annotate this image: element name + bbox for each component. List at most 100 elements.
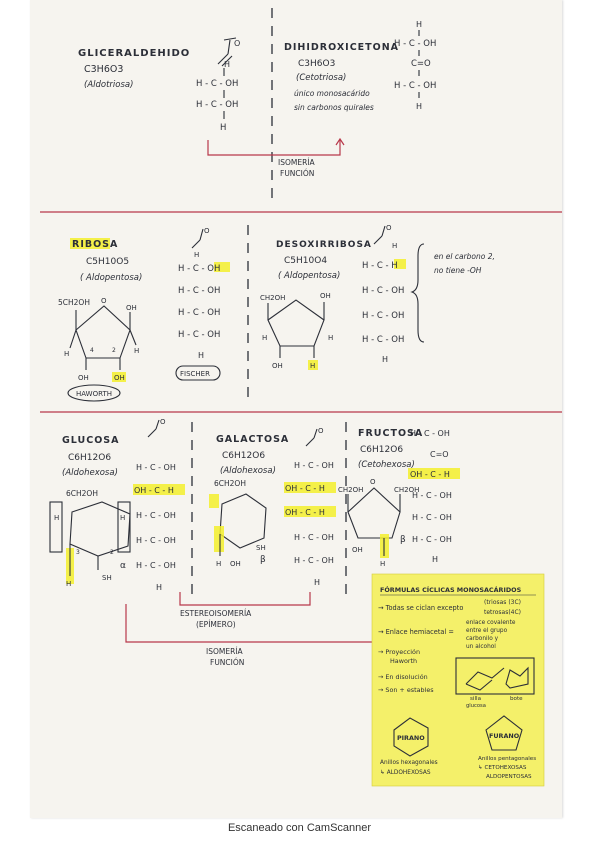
svg-text:3: 3 [76, 549, 80, 556]
svg-text:O: O [318, 427, 324, 435]
gliceraldehido-formula: C3H6O3 [84, 64, 123, 75]
rib-line-2: H - C - OH [178, 286, 220, 296]
estereo-label-2: (EPÍMERO) [196, 620, 236, 629]
glucosa-type: (Aldohexosa) [62, 468, 118, 478]
card-b2-side1: enlace covalente [466, 620, 516, 626]
glu-line-2: OH - C - H [134, 486, 174, 495]
rib-line-4: H - C - OH [178, 330, 220, 340]
svg-text:OH: OH [230, 560, 241, 568]
glucosa-formula: C6H12O6 [68, 453, 111, 463]
ribosa-formula: C5H10O5 [86, 257, 129, 267]
card-b2-side3: carbonilo y [466, 636, 499, 642]
dhc-line-1: H [416, 20, 422, 29]
gal-line-2: OH - C - H [285, 484, 325, 493]
fru-line-6: H - C - OH [412, 535, 452, 544]
galactosa-beta: β [260, 555, 266, 565]
ribosa-fischer: O H H - C - OH H - C - OH H - C - OH H -… [175, 227, 230, 381]
glu-line-3: H - C - OH [136, 511, 176, 520]
svg-text:H: H [392, 242, 397, 250]
svg-text:H: H [54, 514, 59, 522]
galactosa-fischer: O H - C - OH OH - C - H OH - C - H H - C… [284, 427, 336, 587]
ribosa-type: ( Aldopentosa) [80, 273, 142, 283]
gli-line-3: H [220, 123, 226, 133]
scanner-footer: Escaneado con CamScanner [227, 822, 372, 834]
dhc-line-3: C=O [411, 59, 431, 69]
svg-text:2: 2 [112, 347, 116, 354]
dhc-line-2: H - C - OH [394, 39, 436, 49]
fru-line-3: OH - C - H [410, 470, 450, 479]
rib-line-3: H - C - OH [178, 308, 220, 318]
card-pirano: PIRANO [397, 734, 425, 742]
svg-text:H: H [328, 334, 333, 342]
svg-text:OH: OH [352, 546, 363, 554]
estereo-label-1: ESTEREOISOMERÍA [180, 609, 252, 618]
isomeria-label-1: ISOMERÍA [278, 158, 316, 167]
isomeria3-label-1: ISOMERÍA [206, 647, 244, 656]
desoxirribosa-name: DESOXIRRIBOSA [276, 240, 372, 250]
dihidroxicetona-fischer: H H - C - OH C=O H - C - OH H [394, 20, 436, 111]
card-b4: → En disolución [378, 673, 428, 681]
dhc-line-5: H [416, 102, 422, 111]
fructosa-ring: CH2OH CH2OH H β OH O [338, 478, 419, 568]
glucosa-ring-label: 6CH2OH [66, 489, 98, 498]
gli-line-2: H - C - OH [196, 100, 238, 110]
svg-text:OH: OH [272, 362, 283, 370]
desox-line-2: H - C - OH [362, 286, 404, 296]
svg-text:O: O [101, 297, 107, 305]
svg-text:H: H [64, 350, 69, 358]
svg-text:2: 2 [110, 549, 114, 556]
card-b3a: → Proyección [378, 648, 420, 656]
svg-text:CH2OH: CH2OH [260, 294, 285, 302]
glucosa-fischer: O H - C - OH OH - C - H H - C - OH H - C… [133, 418, 185, 592]
svg-text:4: 4 [90, 347, 94, 354]
galactosa-formula: C6H12O6 [222, 451, 265, 461]
ribosa-ring-label: 5CH2OH [58, 298, 90, 307]
card-silla: silla [470, 696, 481, 702]
desox-line-1: H - C - H [362, 261, 398, 271]
desox-note-2: no tiene -OH [434, 266, 482, 275]
gliceraldehido-type: (Aldotriosa) [84, 80, 133, 90]
svg-text:SH: SH [256, 544, 266, 552]
gal-line-1: H - C - OH [294, 461, 334, 470]
svg-text:O: O [370, 478, 376, 486]
fructosa-name: FRUCTOSA [358, 428, 423, 439]
rib-line-5: H [198, 351, 204, 360]
svg-text:O: O [234, 39, 240, 48]
card-fur-3: ALDOPENTOSAS [486, 774, 532, 780]
desox-line-3: H - C - OH [362, 311, 404, 321]
fru-line-1: H - C - OH [410, 429, 450, 438]
card-b5: → Son + estables [378, 686, 434, 694]
fru-line-5: H - C - OH [412, 513, 452, 522]
fructosa-formula: C6H12O6 [360, 445, 403, 455]
dhc-line-4: H - C - OH [394, 81, 436, 91]
desoxirribosa-type: ( Aldopentosa) [278, 271, 340, 281]
section-pentoses: RIBOSA C5H10O5 ( Aldopentosa) 5CH2OH O O… [58, 224, 495, 402]
galactosa-name: GALACTOSA [216, 434, 289, 445]
desoxirribosa-fischer: O H H - C - H H - C - OH H - C - OH H - … [362, 224, 406, 364]
sticky-note-card: FÓRMULAS CÍCLICAS MONOSACÁRIDOS → Todas … [371, 573, 545, 787]
ribosa-haworth-ring: 5CH2OH O OH H H OH OH 4 2 HAWORTH [58, 297, 139, 402]
desox-line-4: H - C - OH [362, 335, 404, 345]
dihidroxicetona-note1: único monosacárido [294, 89, 370, 98]
card-b1-side2: tetrosas(4C) [484, 609, 521, 616]
fru-line-2: C=O [430, 450, 449, 459]
section-hexoses: GLUCOSA C6H12O6 (Aldohexosa) 6CH2OH H SH… [49, 418, 460, 667]
svg-text:H: H [224, 60, 230, 69]
card-fur-2: ↳ CETOHEXOSAS [478, 764, 527, 771]
isomeria-label-2: FUNCIÓN [280, 169, 314, 178]
gal-line-4: H - C - OH [294, 533, 334, 542]
card-b2: → Enlace hemiacetal = [378, 628, 454, 636]
svg-text:H: H [310, 362, 315, 370]
card-pir-1: Anillos hexagonales [380, 760, 438, 766]
svg-text:CH2OH: CH2OH [394, 486, 419, 494]
section-trioses: GLICERALDEHIDO C3H6O3 (Aldotriosa) O H H… [78, 8, 436, 205]
dihidroxicetona-type: (Cetotriosa) [296, 73, 346, 83]
svg-text:H: H [194, 251, 199, 259]
desox-line-5: H [382, 355, 388, 364]
dihidroxicetona-name: DIHIDROXICETONA [284, 42, 399, 53]
chair-boat-conformations [455, 657, 535, 695]
gal-line-5: H - C - OH [294, 556, 334, 565]
haworth-label: HAWORTH [76, 390, 112, 398]
card-title: FÓRMULAS CÍCLICAS MONOSACÁRIDOS [380, 585, 522, 594]
